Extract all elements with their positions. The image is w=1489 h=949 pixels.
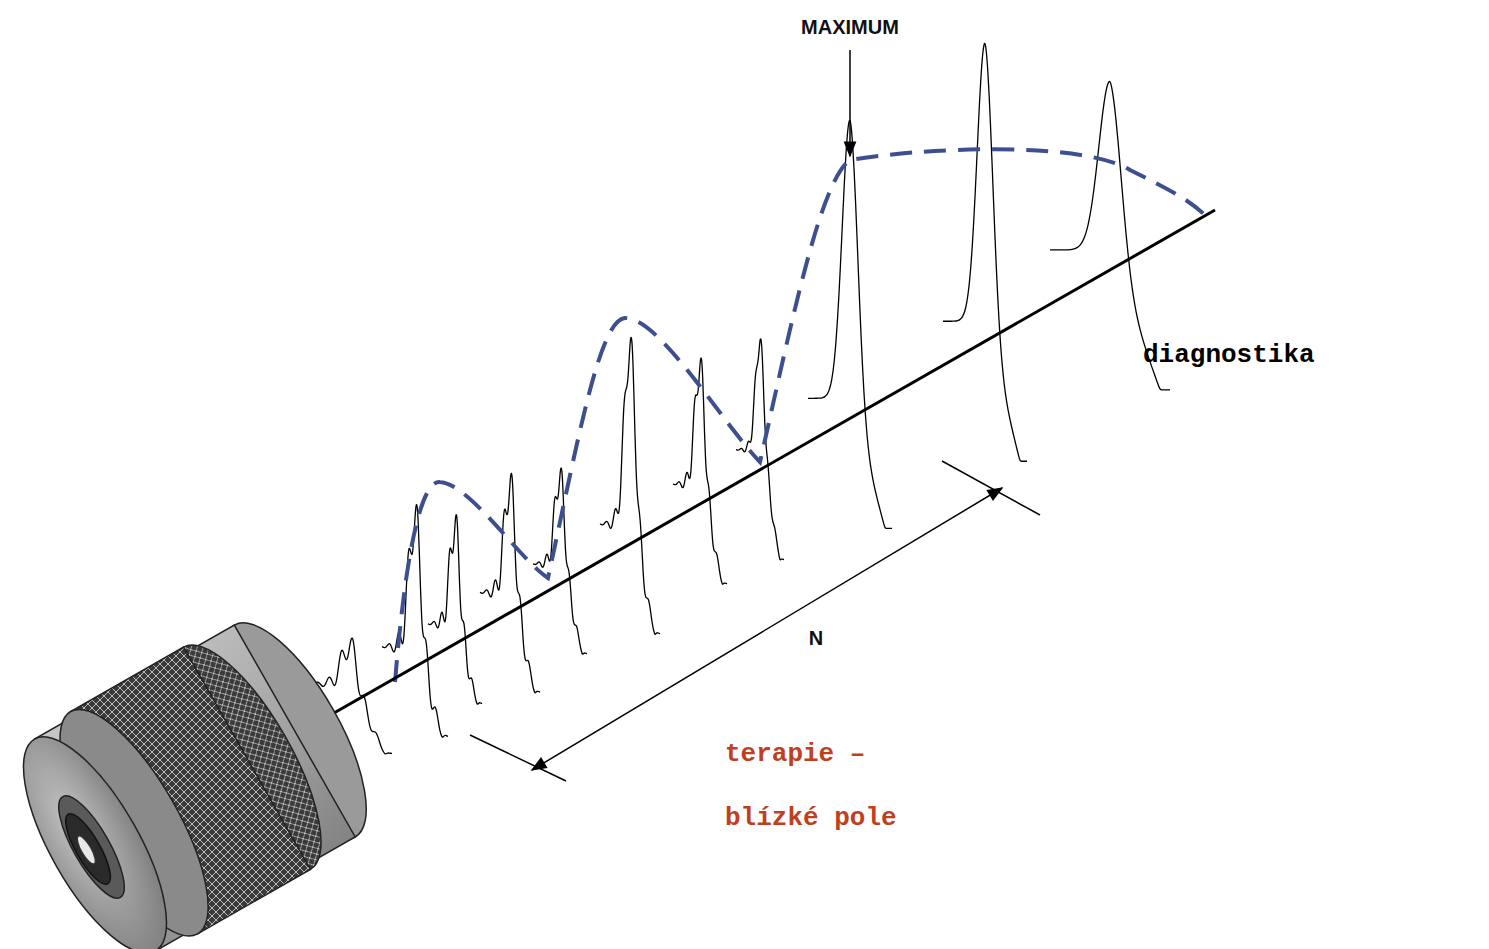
connector-socket — [58, 808, 118, 889]
zone-label: terapie – blízké pole — [725, 722, 925, 850]
pulse-wave — [736, 339, 784, 560]
transducer-body — [0, 603, 393, 949]
dimension-line — [532, 488, 1002, 770]
pulse-wave — [673, 358, 727, 584]
pulse-wave — [600, 337, 660, 634]
pulse-wave — [808, 120, 892, 528]
pulse-wave — [428, 515, 482, 704]
transducer-face — [0, 717, 194, 949]
dimension-tick — [942, 461, 1040, 515]
leader-arrow — [849, 50, 851, 156]
pulse-wave — [480, 473, 540, 693]
connector-ring — [47, 788, 136, 907]
pulse-wave — [533, 468, 587, 654]
pulse-wave — [382, 505, 448, 738]
pulse-wave — [943, 43, 1027, 461]
dimension-label: N — [809, 627, 823, 650]
connector-pin — [74, 834, 99, 867]
envelope-curve — [395, 149, 1208, 682]
callout-label: MAXIMUM — [801, 16, 899, 39]
beam-axis — [320, 210, 1215, 721]
zone-label: diagnostika — [1143, 340, 1315, 370]
